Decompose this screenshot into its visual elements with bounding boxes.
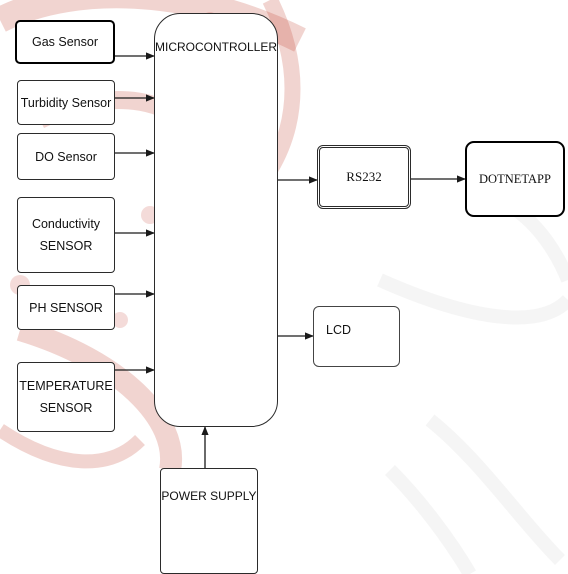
gas-sensor-block: Gas Sensor (15, 20, 115, 64)
microcontroller-label: MICROCONTROLLER (155, 40, 278, 54)
turbidity-sensor-block: Turbidity Sensor (17, 80, 115, 125)
microcontroller-block: MICROCONTROLLER (154, 13, 278, 427)
temperature-sensor-label-line2: SENSOR (39, 401, 93, 415)
ph-sensor-label: PH SENSOR (29, 300, 103, 315)
dotnetapp-label: DOTNETAPP (479, 172, 551, 186)
lcd-label: LCD (326, 323, 352, 337)
turbidity-sensor-label: Turbidity Sensor (20, 95, 112, 110)
lcd-block: LCD (313, 306, 400, 367)
rs232-label: RS232 (346, 169, 382, 184)
rs232-block: RS232 (317, 145, 411, 209)
conductivity-sensor-label-line1: Conductivity (31, 217, 101, 231)
power-supply-label: POWER SUPPLY (161, 489, 257, 503)
do-sensor-label: DO Sensor (35, 149, 97, 164)
dotnetapp-block: DOTNETAPP (465, 141, 565, 217)
conductivity-sensor-label-line2: SENSOR (39, 239, 93, 253)
power-supply-block: POWER SUPPLY (160, 468, 258, 574)
conductivity-sensor-block: Conductivity SENSOR (17, 197, 115, 273)
temperature-sensor-block: TEMPERATURE SENSOR (17, 362, 115, 432)
gas-sensor-label: Gas Sensor (31, 35, 98, 49)
temperature-sensor-label-line1: TEMPERATURE (19, 379, 113, 393)
do-sensor-block: DO Sensor (17, 133, 115, 180)
ph-sensor-block: PH SENSOR (17, 285, 115, 330)
